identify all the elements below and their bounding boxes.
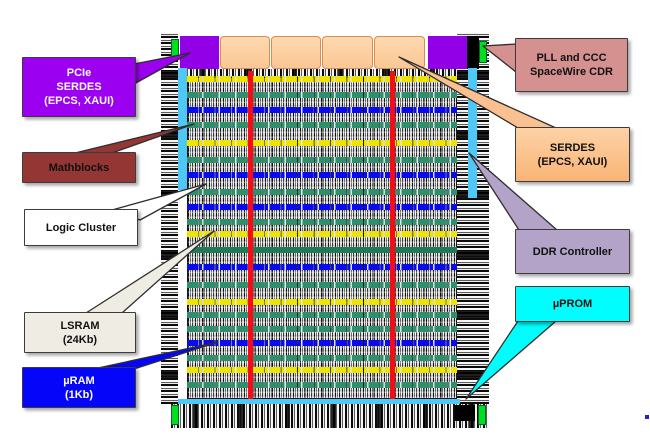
callout-uprom-label: µPROM bbox=[552, 298, 593, 310]
fabric-row-blue bbox=[187, 340, 457, 346]
page-marker-dot bbox=[645, 415, 649, 419]
callout-uram-line2: (1Kb) bbox=[64, 388, 94, 401]
fabric-row-yellow bbox=[187, 299, 457, 305]
callout-lsram-line2: (24Kb) bbox=[62, 333, 98, 346]
callout-pcie-line3: (EPCS, XAUI) bbox=[44, 95, 114, 107]
io-strip-bottom bbox=[171, 404, 489, 428]
hard-block-black bbox=[467, 36, 479, 69]
callout-pcie-serdes: PCIe SERDES (EPCS, XAUI) bbox=[22, 57, 136, 117]
uprom-tail bbox=[465, 320, 557, 400]
callout-lsram: LSRAM (24Kb) bbox=[24, 312, 136, 353]
fabric-row-teal_dark bbox=[187, 247, 457, 253]
fabric-row-teal bbox=[187, 122, 457, 128]
pll-tail bbox=[482, 43, 517, 73]
fabric-row-blue bbox=[187, 264, 457, 270]
pcie-serdes-block-left bbox=[180, 36, 219, 69]
callout-mathblocks: Mathblocks bbox=[22, 152, 136, 183]
fabric-row-yellow bbox=[187, 367, 457, 373]
serdes-block-4 bbox=[374, 36, 425, 69]
callout-pcie-line1: PCIe bbox=[66, 67, 92, 79]
uprom-stripe-bottom bbox=[178, 399, 460, 404]
hard-block-bottom-right bbox=[455, 405, 475, 421]
pll-pad-top-right bbox=[479, 41, 487, 63]
pll-pad-bottom-left bbox=[171, 405, 179, 425]
fabric-row-teal bbox=[187, 355, 457, 361]
fabric-row-teal bbox=[187, 157, 457, 163]
serdes-block-2 bbox=[271, 36, 321, 69]
ddr-stripe-right bbox=[468, 68, 477, 198]
callout-pcie-line2: SERDES bbox=[56, 81, 102, 93]
clock-spine-red bbox=[248, 71, 253, 399]
math-tail bbox=[74, 123, 195, 154]
callout-serdes: SERDES (EPCS, XAUI) bbox=[515, 127, 630, 182]
callout-serdes-line2: (EPCS, XAUI) bbox=[537, 155, 608, 168]
pll-pad-bottom-right bbox=[478, 405, 486, 425]
fabric-row-blue bbox=[187, 172, 457, 178]
fabric-row-teal bbox=[187, 326, 457, 332]
callout-uprom: µPROM bbox=[515, 286, 630, 322]
callout-ddr-controller: DDR Controller bbox=[515, 229, 630, 274]
io-strip-top bbox=[178, 69, 457, 77]
callout-mathblocks-label: Mathblocks bbox=[48, 161, 110, 174]
io-column-left bbox=[161, 33, 178, 404]
callout-ddr-label: DDR Controller bbox=[532, 245, 613, 258]
callout-lsram-line1: LSRAM bbox=[60, 319, 100, 332]
fabric-row-yellow bbox=[187, 231, 457, 237]
clock-spine-red bbox=[390, 71, 395, 399]
fabric-row-teal bbox=[187, 382, 457, 388]
callout-uram: µRAM (1Kb) bbox=[22, 367, 136, 408]
fabric-row-yellow bbox=[187, 76, 457, 82]
callout-pll-line2: SpaceWire CDR bbox=[529, 66, 614, 78]
serdes-block-1 bbox=[220, 36, 270, 69]
callout-uram-line1: µRAM bbox=[63, 374, 95, 387]
callout-pll-line1: PLL and CCC bbox=[536, 52, 607, 64]
fabric-row-teal bbox=[187, 219, 457, 225]
die bbox=[161, 31, 489, 431]
callout-pll-ccc: PLL and CCC SpaceWire CDR bbox=[515, 38, 628, 92]
pcie-tail bbox=[133, 52, 191, 85]
fabric-row-teal bbox=[187, 312, 457, 318]
callout-serdes-line1: SERDES bbox=[549, 141, 596, 154]
ddr-stripe-left bbox=[178, 68, 187, 190]
fabric-row-blue bbox=[187, 107, 457, 113]
callout-logic-cluster: Logic Cluster bbox=[24, 209, 138, 246]
fabric-row-teal bbox=[187, 92, 457, 98]
serdes-block-3 bbox=[322, 36, 373, 69]
fabric-row-teal bbox=[187, 189, 457, 195]
fabric-row-yellow bbox=[187, 140, 457, 146]
fabric-row-blue bbox=[187, 204, 457, 210]
callout-logic-cluster-label: Logic Cluster bbox=[45, 221, 117, 234]
fabric-row-teal bbox=[187, 282, 457, 288]
pcie-serdes-block-right bbox=[428, 36, 467, 69]
